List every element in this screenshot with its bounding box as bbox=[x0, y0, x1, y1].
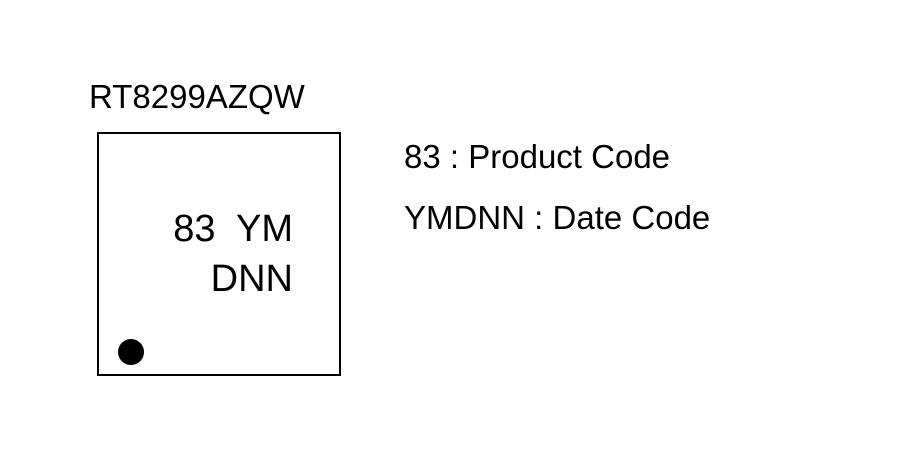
legend-code: 83 bbox=[404, 138, 441, 175]
ic-package-outline: 83 YM DNN bbox=[97, 132, 341, 376]
pin1-indicator-dot bbox=[118, 339, 144, 365]
legend-row-product-code: 83 : Product Code bbox=[404, 138, 670, 176]
legend-separator: : bbox=[525, 199, 553, 236]
legend-code: YMDNN bbox=[404, 199, 525, 236]
legend-row-date-code: YMDNN : Date Code bbox=[404, 199, 710, 237]
part-number-label: RT8299AZQW bbox=[89, 78, 305, 115]
package-marking-line-1: 83 YM bbox=[173, 208, 293, 250]
legend-separator: : bbox=[440, 138, 469, 175]
legend-description: Product Code bbox=[468, 138, 671, 175]
legend-description: Date Code bbox=[552, 199, 711, 236]
package-marking-line-2: DNN bbox=[210, 258, 293, 300]
